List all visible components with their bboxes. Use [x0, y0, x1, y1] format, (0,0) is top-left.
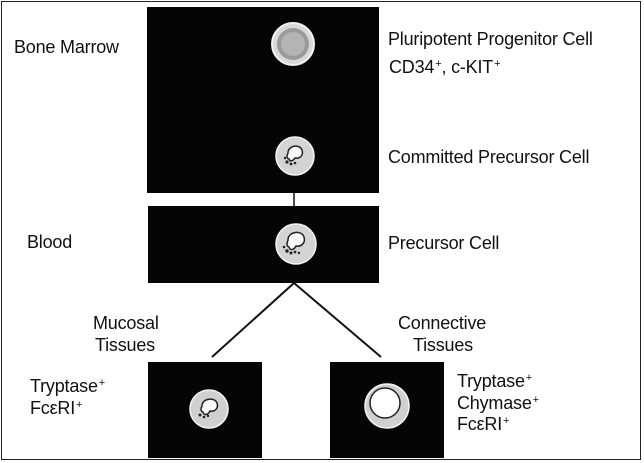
- committed-precursor-cell-icon: [275, 136, 315, 176]
- cd34-marker: CD34: [389, 57, 435, 77]
- connective-tissues-label: Connective Tissues: [398, 313, 487, 355]
- pluripotent-progenitor-cell-icon: [271, 22, 315, 66]
- mucosal-tissues-label: Mucosal Tissues: [93, 313, 159, 355]
- bone-marrow-label: Bone Marrow: [14, 37, 119, 57]
- branch-to-connective-line: [293, 282, 382, 358]
- blood-precursor-cell-icon: [275, 223, 317, 265]
- blood-label: Blood: [27, 232, 73, 252]
- connective-markers: Tryptase+ Chymase+ FcεRI+: [457, 371, 539, 435]
- precursor-cell-label: Precursor Cell: [388, 233, 500, 253]
- committed-precursor-label: Committed Precursor Cell: [388, 147, 590, 167]
- ckit-marker: c-KIT: [451, 57, 494, 77]
- progenitor-markers: CD34+, c-KIT+: [389, 57, 501, 77]
- mucosal-markers: Tryptase+ FcεRI+: [30, 376, 105, 418]
- pluripotent-progenitor-label: Pluripotent Progenitor Cell: [388, 29, 593, 49]
- connective-mast-cell-icon: [364, 383, 410, 429]
- blood-panel: [148, 206, 379, 283]
- mucosal-mast-cell-icon: [189, 389, 229, 429]
- branch-to-mucosal-line: [211, 282, 295, 358]
- bone-marrow-panel: [147, 7, 379, 193]
